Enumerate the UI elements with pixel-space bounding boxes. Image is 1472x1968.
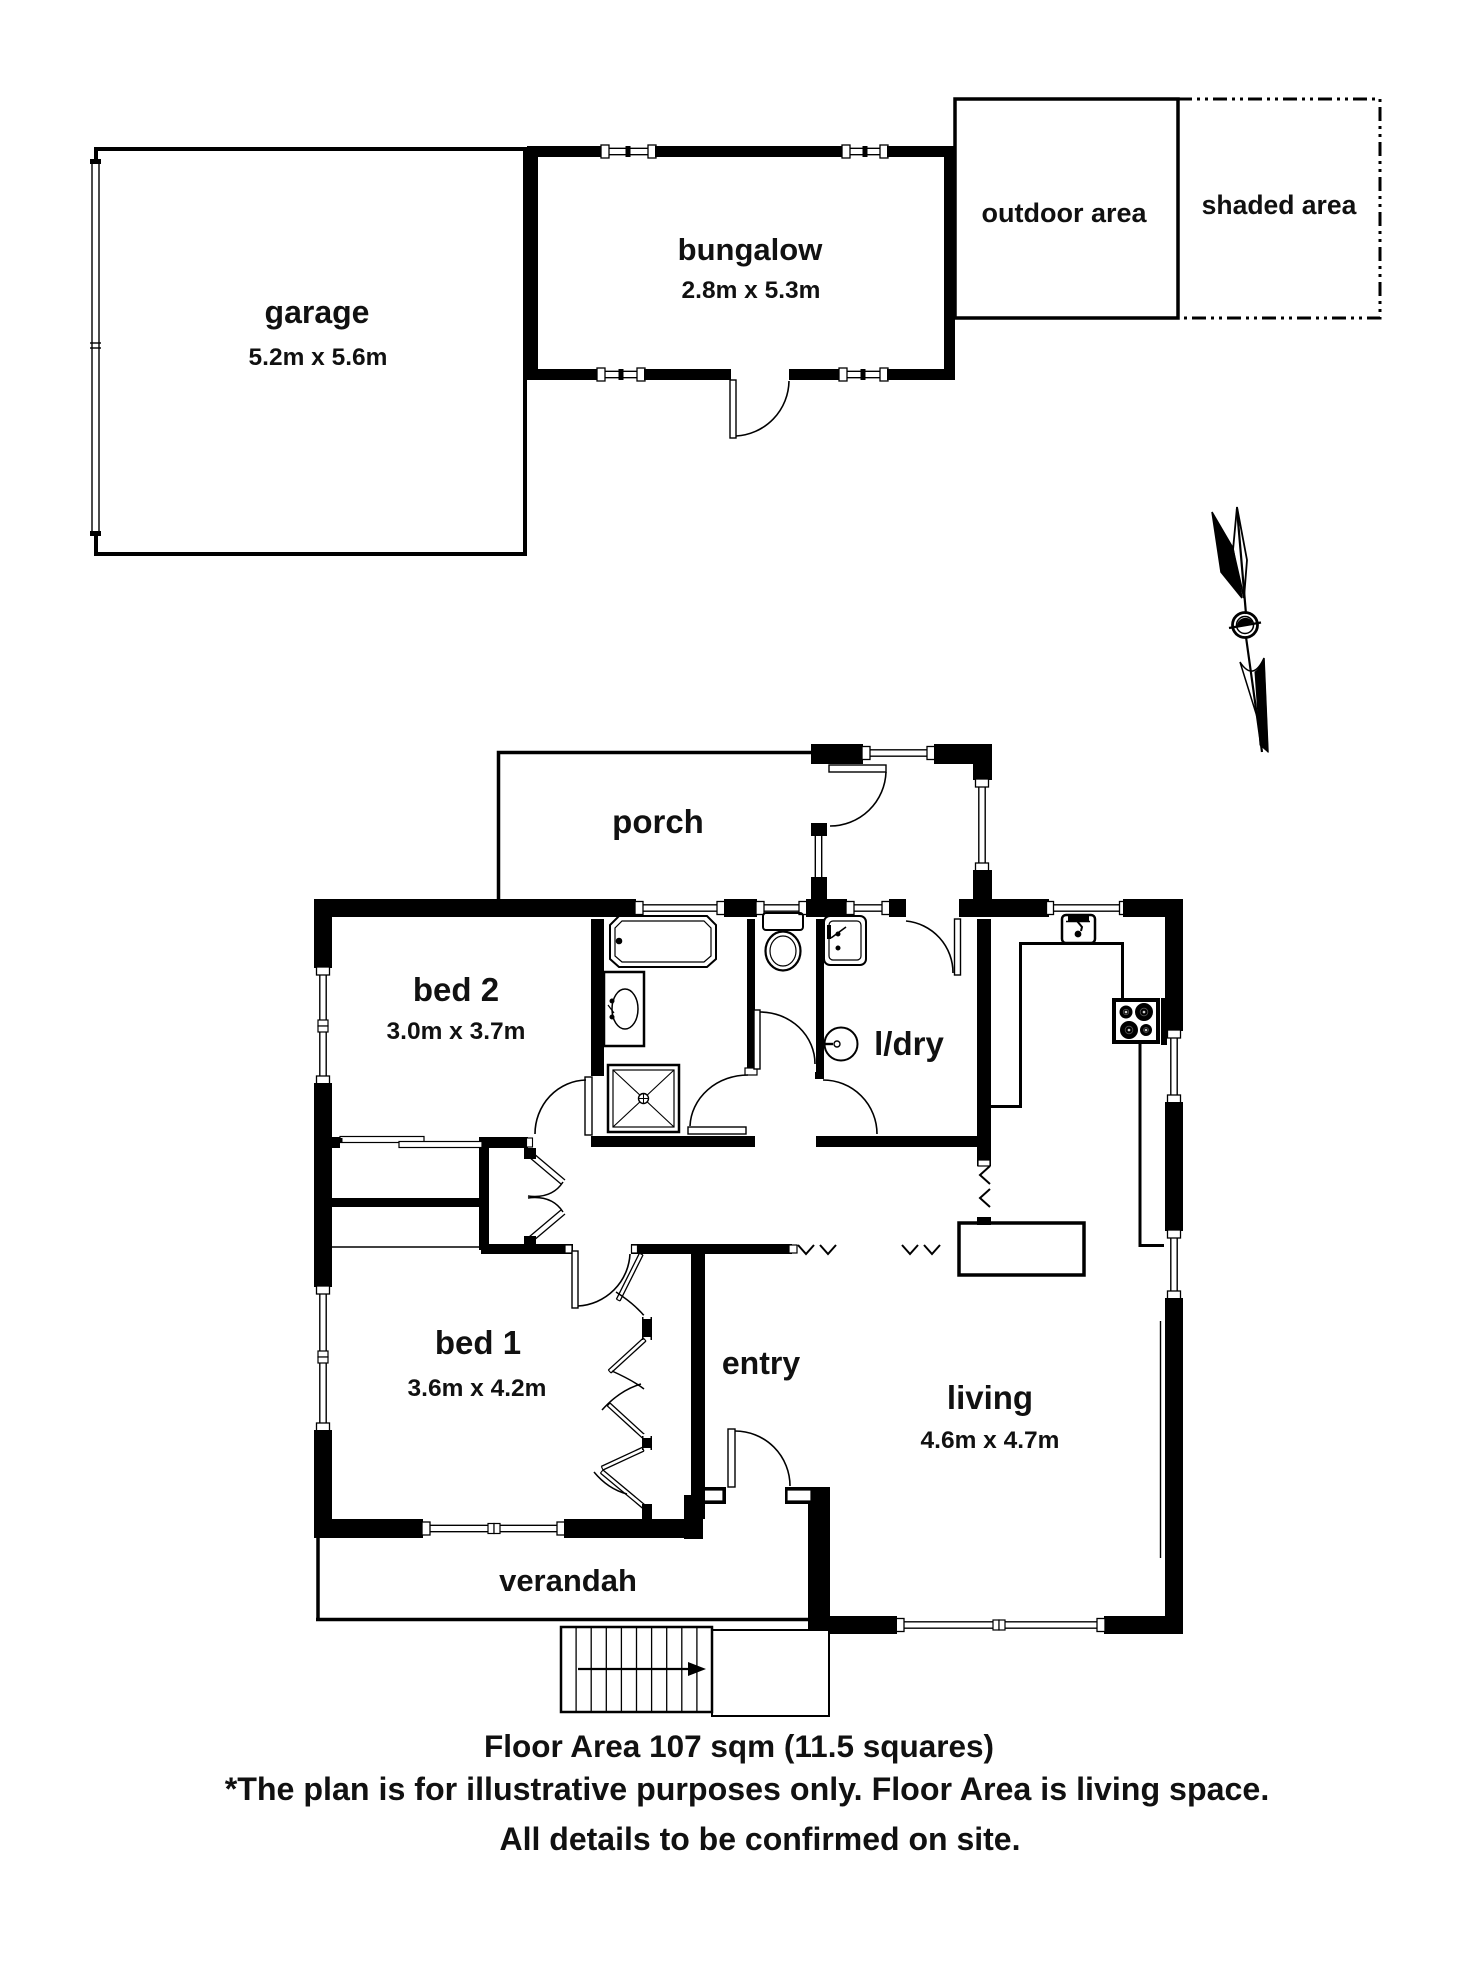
- svg-text:bungalow: bungalow: [678, 232, 824, 267]
- svg-text:porch: porch: [612, 803, 704, 840]
- svg-text:bed 1: bed 1: [435, 1324, 521, 1361]
- svg-text:2.8m x 5.3m: 2.8m x 5.3m: [682, 277, 821, 304]
- svg-text:*The plan is for illustrative: *The plan is for illustrative purposes o…: [225, 1771, 1270, 1807]
- svg-text:bed 2: bed 2: [413, 971, 499, 1008]
- svg-text:living: living: [947, 1379, 1033, 1416]
- svg-text:5.2m x 5.6m: 5.2m x 5.6m: [249, 344, 388, 371]
- svg-text:verandah: verandah: [499, 1563, 637, 1598]
- svg-text:All details to be confirmed on: All details to be confirmed on site.: [500, 1821, 1021, 1857]
- svg-text:l/dry: l/dry: [874, 1025, 944, 1062]
- svg-text:3.0m x 3.7m: 3.0m x 3.7m: [387, 1018, 526, 1045]
- svg-text:shaded area: shaded area: [1202, 190, 1357, 220]
- svg-text:3.6m x 4.2m: 3.6m x 4.2m: [408, 1375, 547, 1402]
- svg-text:entry: entry: [722, 1345, 800, 1381]
- svg-text:garage: garage: [265, 294, 370, 330]
- svg-text:outdoor area: outdoor area: [981, 198, 1147, 228]
- svg-text:4.6m x 4.7m: 4.6m x 4.7m: [921, 1427, 1060, 1454]
- svg-text:Floor Area 107 sqm (11.5 squar: Floor Area 107 sqm (11.5 squares): [484, 1728, 994, 1764]
